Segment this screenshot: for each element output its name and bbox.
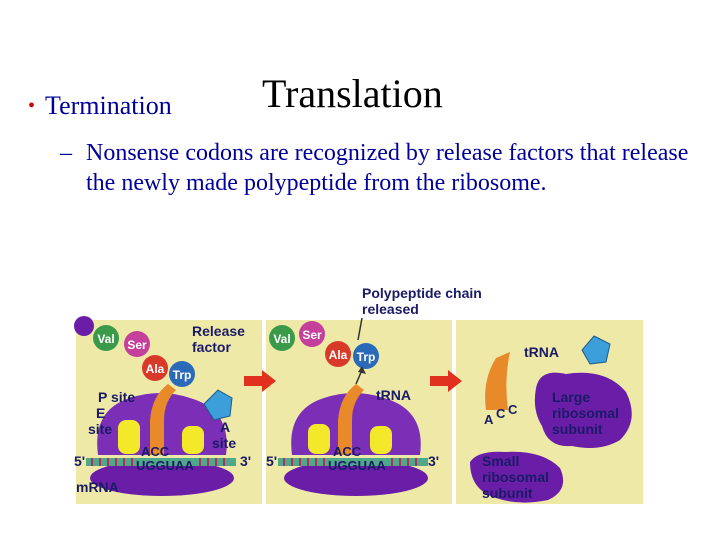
small-subunit-2 [284,460,428,496]
mrna-strand-1 [86,458,236,466]
release-factor-label-1: Release [192,323,245,339]
callout-line-icon [357,317,363,341]
panel-2: Val Ser Ala Trp Polypeptide chain releas… [266,285,482,496]
large-subunit-label-2: ribosomal [552,405,619,421]
a-site-label-2: site [212,435,236,451]
anticodon-letter: C [508,402,518,417]
mrna-label: mRNA [76,479,119,495]
bullet-dot-icon: • [28,95,36,117]
aa-label: Ala [146,362,165,376]
three-prime-label: 3' [428,453,439,469]
anticodon-label: ACC [141,444,170,459]
mrna-strand-2 [278,458,428,466]
arrow-1-icon [244,370,276,392]
p-site-slot-2 [308,424,330,454]
aa-ser-2 [299,321,325,347]
release-factor-icon [203,389,233,421]
aa-label: Ser [302,328,322,342]
polypeptide-released-label-1: Polypeptide chain [362,285,482,301]
small-subunit-3 [470,451,564,503]
aa-label: Trp [357,350,376,364]
e-site-label-2: site [88,421,112,437]
anticodon-letter: A [484,412,494,427]
p-site-slot-1 [118,420,140,454]
trna-2 [338,384,364,455]
five-prime-label: 5' [266,453,277,469]
three-prime-label: 3' [240,453,251,469]
aa-label: Ala [329,348,348,362]
trna-1 [150,384,176,455]
small-subunit-label-1: Small [482,453,519,469]
sub-bullet: – Nonsense codons are recognized by rele… [60,138,710,198]
aa-ser-1 [124,331,150,357]
aa-val-2 [269,325,295,351]
sub-bullet-dash: – [60,140,72,166]
aa-label: Trp [173,368,192,382]
anticodon-label: ACC [333,444,362,459]
e-site-label-1: E [96,405,105,421]
aa-label: Val [273,332,290,346]
a-site-slot-1 [182,426,204,454]
aa-label: Ser [127,338,147,352]
large-subunit-label-3: subunit [552,421,603,437]
sub-bullet-text: Nonsense codons are recognized by releas… [86,140,689,196]
slide-title: Translation [262,71,443,116]
small-subunit-1 [90,460,234,496]
trna-label-right: tRNA [524,344,559,360]
aa-val-1 [93,325,119,351]
small-subunit-label-3: subunit [482,485,533,501]
large-subunit-3 [534,372,632,448]
release-factor-3-icon [581,335,611,365]
aa-trp-2 [353,343,379,369]
trna-label-mid: tRNA [376,387,411,403]
chain-bead-icon [74,316,94,336]
panel-1: Val Ser Ala Trp Release factor P site E … [74,316,251,496]
bullet-text: Termination [45,91,172,120]
aa-ala-1 [142,355,168,381]
trna-3 [485,352,510,410]
arrow-2-icon [430,370,462,392]
a-site-label-1: A [220,419,230,435]
p-site-label: P site [98,389,135,405]
aa-label: Val [97,332,114,346]
large-subunit-label-1: Large [552,389,590,405]
polypeptide-released-label-2: released [362,301,419,317]
release-arrowhead-icon [358,366,366,374]
a-site-slot-2 [370,426,392,454]
codon-label: UGGUAA [136,458,194,473]
panel-3: tRNA A C C Large ribosomal subunit Small… [470,335,632,503]
anticodon-letter: C [496,406,506,421]
release-factor-label-2: factor [192,339,231,355]
five-prime-label: 5' [74,453,85,469]
bullet-termination: • Termination [28,91,172,121]
small-subunit-label-2: ribosomal [482,469,549,485]
aa-ala-2 [325,341,351,367]
codon-label: UGGUAA [328,458,386,473]
aa-trp-1 [169,361,195,387]
